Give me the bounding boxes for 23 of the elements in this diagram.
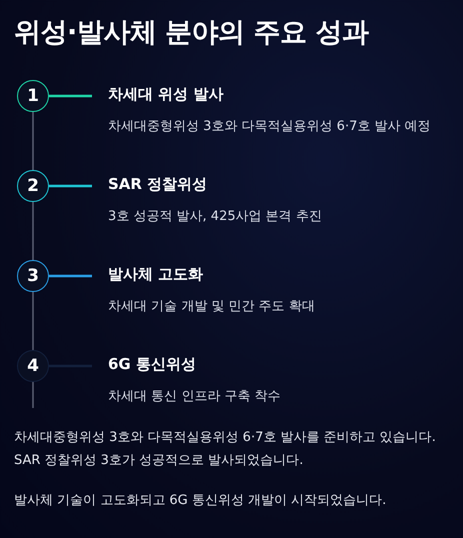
step-description: 3호 성공적 발사, 425사업 본격 추진 [108,208,322,225]
step-heading: 발사체 고도화 [108,265,204,284]
connector-line [49,184,92,188]
summary-text: SAR 정찰위성 3호가 성공적으로 발사되었습니다. [14,452,304,469]
step-number-circle: 1 [17,80,49,112]
timeline-line [32,202,34,260]
timeline-line [32,112,34,170]
step-description: 차세대중형위성 3호와 다목적실용위성 6·7호 발사 예정 [108,118,431,135]
step-number-circle: 3 [17,260,49,292]
summary-text: 차세대중형위성 3호와 다목적실용위성 6·7호 발사를 준비하고 있습니다. [14,429,436,446]
step-heading: SAR 정찰위성 [108,175,208,194]
step-number-circle: 2 [17,170,49,202]
summary-text: 발사체 기술이 고도화되고 6G 통신위성 개발이 시작되었습니다. [14,492,386,509]
timeline-line [32,382,34,408]
step-heading: 6G 통신위성 [108,355,196,374]
connector-line [49,94,92,98]
step-heading: 차세대 위성 발사 [108,85,224,104]
step-description: 차세대 기술 개발 및 민간 주도 확대 [108,298,315,315]
timeline-line [32,292,34,350]
step-description: 차세대 통신 인프라 구축 착수 [108,388,281,405]
connector-line [49,274,92,278]
title: 위성·발사체 분야의 주요 성과 [14,16,368,50]
step-number-circle: 4 [17,350,49,382]
